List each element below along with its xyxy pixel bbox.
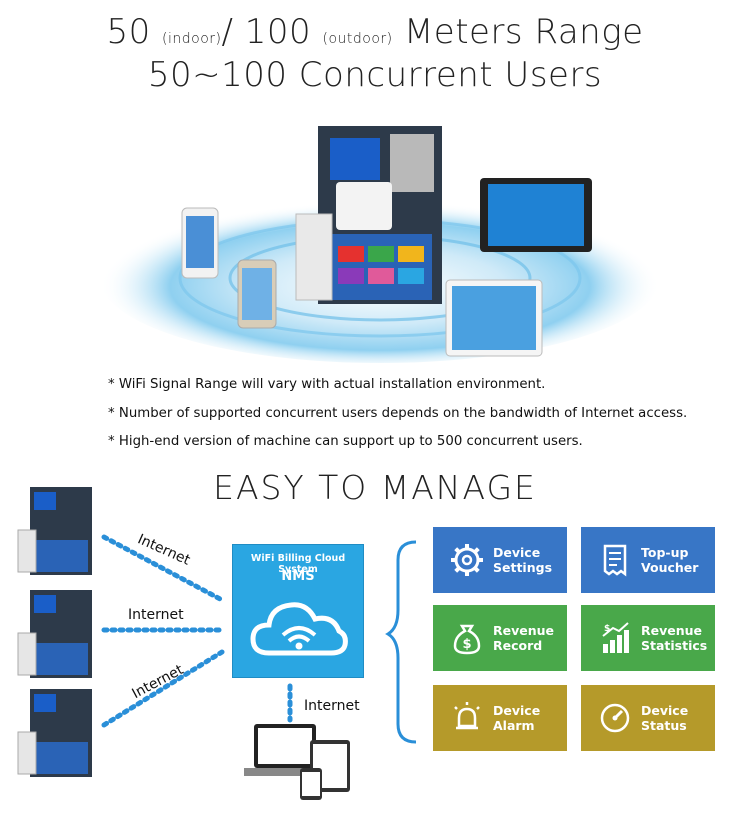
brace bbox=[385, 540, 417, 744]
cloud-system-subtitle: WiFi Billing Cloud System bbox=[250, 553, 346, 575]
receipt-icon bbox=[603, 544, 627, 577]
kiosk-unit bbox=[17, 590, 92, 678]
tile-label: Revenue Record bbox=[493, 623, 555, 653]
client-devices bbox=[244, 724, 350, 800]
tile-label: Revenue Statistics bbox=[641, 623, 708, 653]
range-headline: 50 (indoor)/ 100 (outdoor) Meters Range bbox=[0, 12, 750, 52]
cloud-system-title: NMS bbox=[281, 569, 315, 584]
manage-title: EASY TO MANAGE bbox=[213, 468, 537, 507]
cloud-system-box: WiFi Billing Cloud System NMS bbox=[232, 544, 364, 678]
range-outdoor-value: / 100 bbox=[221, 12, 312, 52]
tile-revenue-statistics[interactable]: $ Revenue Statistics bbox=[581, 605, 715, 671]
note-item: * High-end version of machine can suppor… bbox=[108, 434, 583, 449]
vending-kiosk bbox=[295, 126, 442, 304]
range-label: Meters Range bbox=[403, 12, 644, 52]
tile-label: Device Status bbox=[641, 703, 689, 733]
tile-label: Device Alarm bbox=[493, 703, 541, 733]
tile-device-settings[interactable]: Device Settings bbox=[433, 527, 567, 593]
tile-label: Top-up Voucher bbox=[641, 545, 699, 575]
svg-text:$: $ bbox=[604, 624, 610, 634]
note-item: * Number of supported concurrent users d… bbox=[108, 405, 688, 421]
range-outdoor-note: (outdoor) bbox=[322, 31, 393, 47]
gear-icon bbox=[451, 544, 483, 576]
kiosk-unit bbox=[17, 689, 92, 777]
kiosk-unit bbox=[17, 487, 92, 575]
bar-chart-icon: $ bbox=[602, 622, 629, 653]
range-indoor-value: 50 bbox=[106, 12, 151, 52]
link-line bbox=[101, 534, 225, 603]
cloud-wifi-icon bbox=[250, 602, 348, 656]
tile-label: Device Settings bbox=[493, 545, 553, 575]
wifi-range-illustration bbox=[100, 126, 660, 363]
link-line bbox=[101, 649, 225, 728]
tile-revenue-record[interactable]: $ Revenue Record bbox=[433, 605, 567, 671]
note-item: * WiFi Signal Range will vary with actua… bbox=[108, 377, 546, 392]
users-headline: 50~100 Concurrent Users bbox=[147, 55, 603, 95]
alarm-icon bbox=[454, 702, 480, 730]
range-indoor-note: (indoor) bbox=[162, 31, 222, 47]
svg-text:$: $ bbox=[462, 637, 471, 652]
notes-list: * WiFi Signal Range will vary with actua… bbox=[108, 376, 748, 462]
internet-label: Internet bbox=[128, 607, 184, 623]
tile-device-alarm[interactable]: Device Alarm bbox=[433, 685, 567, 751]
money-bag-icon: $ bbox=[453, 624, 481, 655]
tile-top-up-voucher[interactable]: Top-up Voucher bbox=[581, 527, 715, 593]
gauge-icon bbox=[600, 703, 630, 733]
internet-label: Internet bbox=[304, 698, 360, 714]
tile-device-status[interactable]: Device Status bbox=[581, 685, 715, 751]
